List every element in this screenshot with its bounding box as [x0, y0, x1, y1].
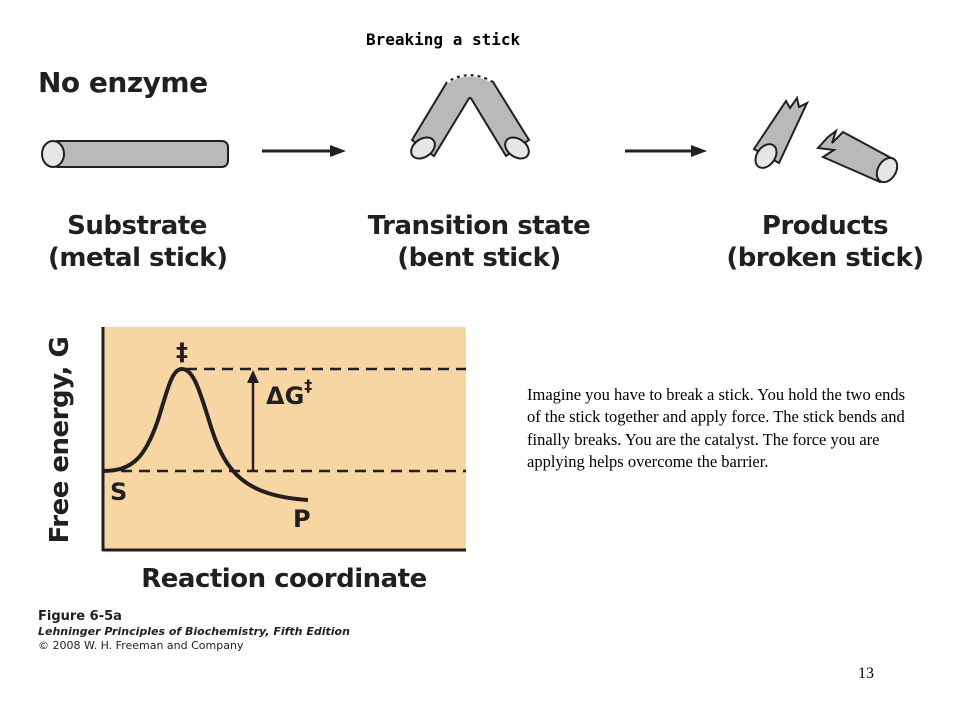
substrate-title: Substrate — [67, 211, 207, 241]
transition-state-symbol: ‡ — [176, 338, 188, 366]
products-subtitle: (broken stick) — [726, 243, 924, 273]
copyright-text: © 2008 W. H. Freeman and Company — [38, 639, 244, 652]
figure-number: Figure 6-5a — [38, 609, 122, 624]
delta-g-superscript: ‡ — [304, 376, 313, 395]
page-number: 13 — [858, 665, 874, 682]
figure-caption: Figure 6-5a Lehninger Principles of Bioc… — [38, 610, 350, 653]
section-heading: No enzyme — [38, 66, 208, 99]
products-label: Products (broken stick) — [722, 210, 928, 274]
products-title: Products — [761, 211, 889, 241]
slide-title: Breaking a stick — [366, 30, 521, 49]
transition-state-subtitle: (bent stick) — [397, 243, 561, 273]
book-title: Lehninger Principles of Biochemistry, Fi… — [38, 625, 350, 638]
x-axis-label: Reaction coordinate — [141, 564, 427, 594]
broken-stick-icon — [752, 95, 899, 184]
metal-stick-icon — [41, 140, 229, 168]
reaction-arrow-1 — [262, 145, 346, 157]
energy-diagram — [101, 327, 466, 552]
graph-background — [103, 327, 466, 550]
transition-state-title: Transition state — [367, 211, 591, 241]
energy-curve — [102, 366, 309, 502]
bent-stick-icon — [410, 73, 531, 160]
product-graph-label: P — [293, 505, 311, 533]
transition-state-label: Transition state (bent stick) — [356, 210, 602, 274]
y-axis-label: Free energy, G — [45, 336, 75, 544]
delta-g-label: ΔG‡ — [266, 376, 312, 410]
reaction-arrow-2 — [625, 145, 707, 157]
delta-g-text: ΔG — [266, 382, 305, 410]
substrate-subtitle: (metal stick) — [48, 243, 228, 273]
substrate-graph-label: S — [110, 478, 128, 506]
description-text: Imagine you have to break a stick. You h… — [527, 385, 906, 471]
substrate-label: Substrate (metal stick) — [48, 210, 228, 274]
